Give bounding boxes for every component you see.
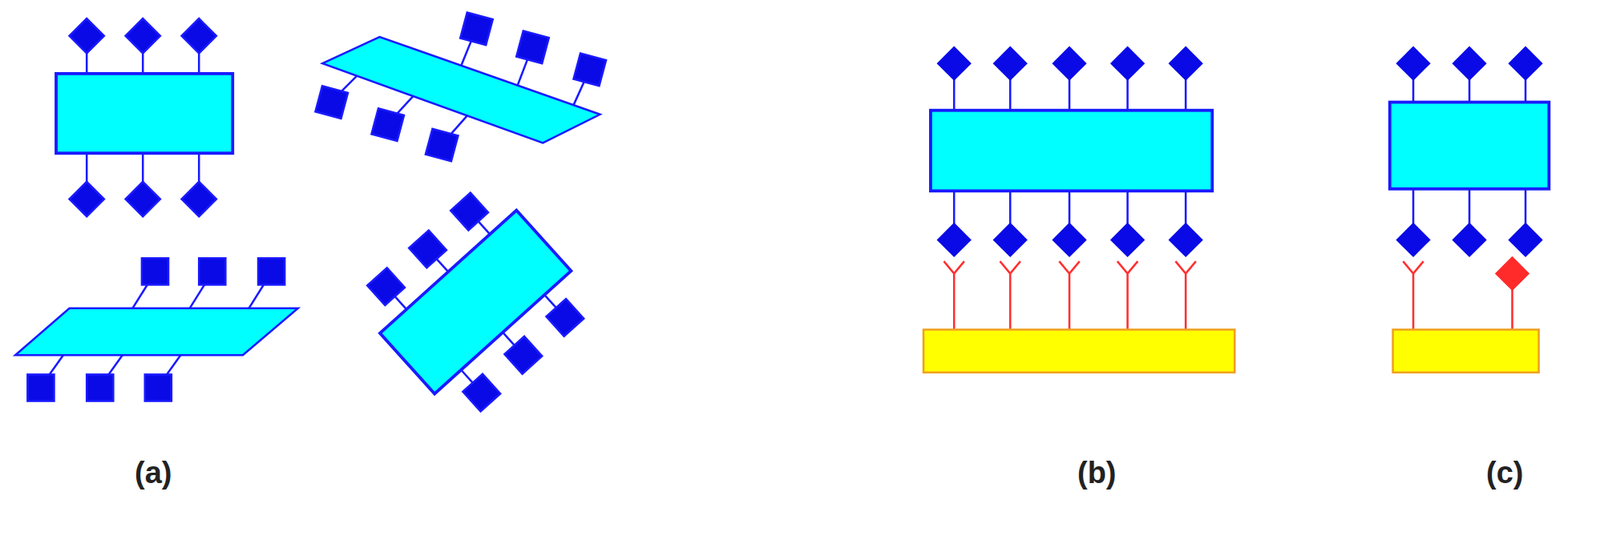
panel-a	[15, 12, 607, 428]
panel-label: (b)	[1077, 457, 1117, 489]
panel-label: (a)	[134, 457, 172, 489]
panel-b	[923, 46, 1235, 373]
panel-c	[1389, 46, 1550, 373]
panel-label: (c)	[1486, 457, 1524, 489]
